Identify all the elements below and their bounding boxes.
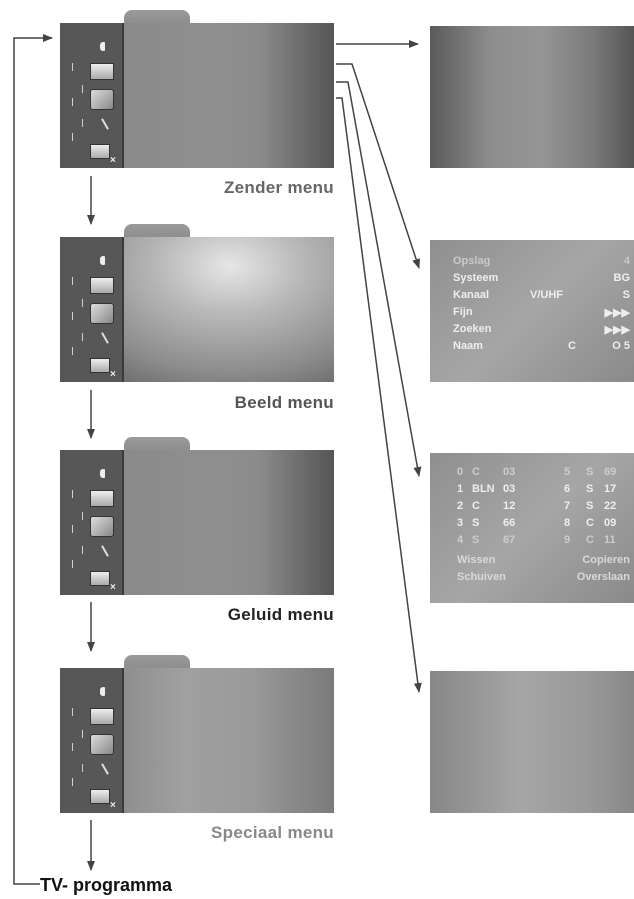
blank-panel-4 [430,671,634,813]
menu-icon-column: × [60,450,124,595]
speciaal-menu-title: Speciaal menu [211,823,334,842]
close-icon: × [110,800,116,811]
wissen-action[interactable]: Wissen [457,554,496,566]
close-icon: × [110,369,116,380]
pen-icon [101,118,109,130]
menu-icon-column: × [60,23,124,168]
folder-icon [90,277,114,294]
program-actions-row-2: Schuiven Overslaan [430,571,634,588]
return-loop-arrow [13,34,53,885]
menu-icon-column: × [60,668,124,813]
menu-icon-column: × [60,237,124,382]
program-actions-row-1: Wissen Copieren [430,554,634,571]
tv-programma-label: TV- programma [40,875,173,895]
arrow-to-panel-4 [336,97,422,693]
arrow-to-panel-2 [336,63,420,269]
pen-icon [101,545,109,557]
tv-icon [90,89,114,110]
zender-menu-screen: × [60,10,334,170]
menu-body: × [60,23,334,168]
schuiven-action[interactable]: Schuiven [457,571,506,583]
menu-body: × [60,237,334,382]
beeld-menu-title: Beeld menu [234,393,334,412]
geluid-menu-title: Geluid menu [227,605,334,624]
setting-row-opslag[interactable]: Opslag 4 [453,255,630,267]
folder-icon [90,63,114,80]
folder-close-icon [90,789,110,804]
tv-icon [90,303,114,324]
tv-icon [90,516,114,537]
setting-row-naam[interactable]: Naam C O 5 [453,340,630,352]
folder-close-icon [90,144,110,159]
overslaan-action[interactable]: Overslaan [576,571,630,583]
ear-icon [100,256,105,265]
setting-row-kanaal[interactable]: Kanaal V/UHF S [453,289,630,301]
folder-close-icon [90,571,110,586]
geluid-menu-screen: × [60,437,334,597]
setting-row-systeem[interactable]: Systeem BG [453,272,630,284]
blank-panel-1 [430,26,634,168]
setting-row-fijn[interactable]: Fijn ▶▶▶ [453,306,630,319]
arrow-to-panel-3 [336,81,422,477]
pen-icon [101,763,109,775]
ear-icon [100,469,105,478]
pen-icon [101,332,109,344]
folder-icon [90,490,114,507]
menu-body: × [60,450,334,595]
setting-row-zoeken[interactable]: Zoeken ▶▶▶ [453,323,630,336]
tv-icon [90,734,114,755]
ear-icon [100,42,105,51]
speciaal-menu-screen: × [60,655,334,815]
close-icon: × [110,155,116,166]
folder-close-icon [90,358,110,373]
menu-body: × [60,668,334,813]
ear-icon [100,687,105,696]
zender-menu-title: Zender menu [223,178,334,197]
zender-settings-panel: Opslag 4 Systeem BG Kanaal V/UHF S Fijn … [430,240,634,382]
close-icon: × [110,582,116,593]
folder-icon [90,708,114,725]
beeld-menu-screen: × [60,224,334,384]
copieren-action[interactable]: Copieren [582,554,630,566]
